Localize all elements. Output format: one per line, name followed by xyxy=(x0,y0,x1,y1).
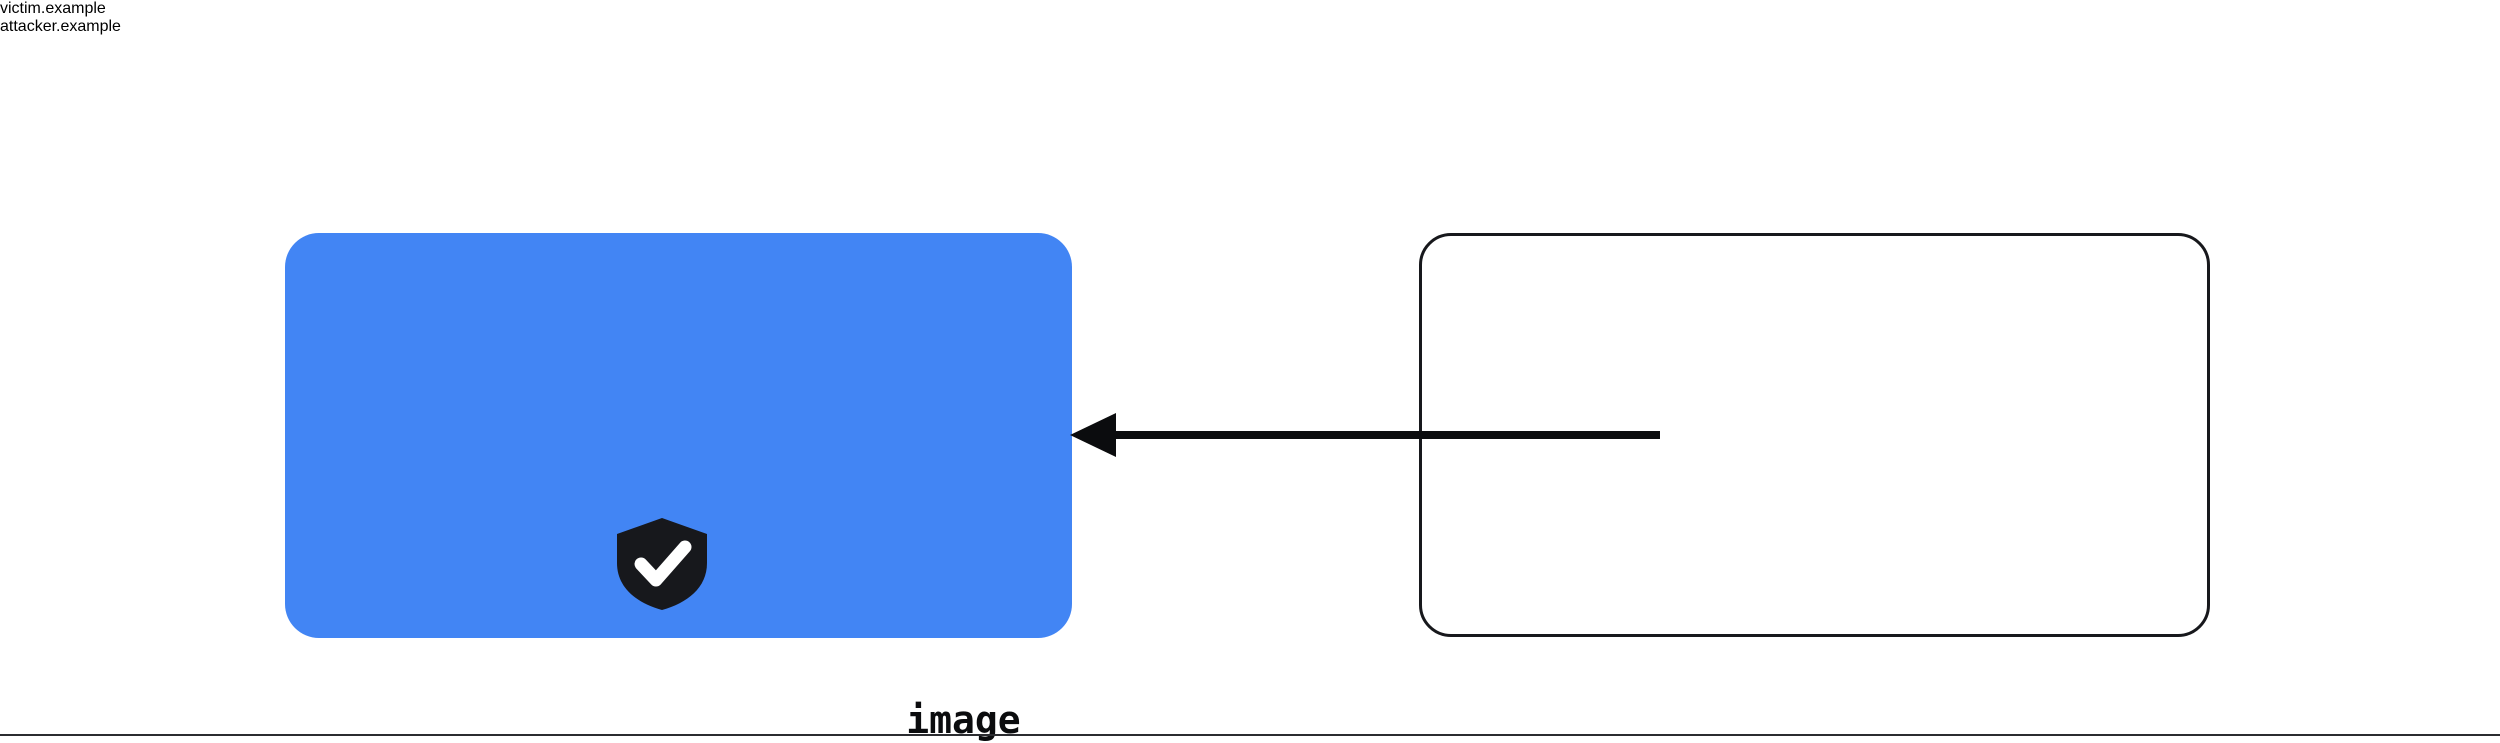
victim-resource-text: image CORP: same-origin xyxy=(570,608,1357,743)
shield-check-icon xyxy=(613,516,711,612)
origin-label-victim: victim.example xyxy=(0,0,106,17)
bottom-divider xyxy=(0,734,2500,736)
origin-label-attacker: attacker.example xyxy=(0,18,121,35)
request-arrow xyxy=(1060,405,1670,465)
origin-box-victim: image CORP: same-origin xyxy=(285,233,1072,742)
